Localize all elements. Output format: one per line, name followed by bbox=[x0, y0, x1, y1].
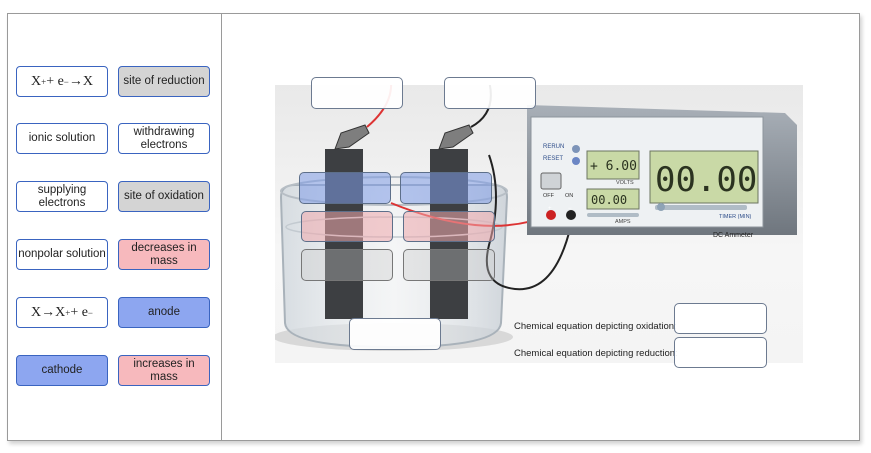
tile-text: + e bbox=[46, 74, 64, 89]
drop-zone-right-site[interactable] bbox=[403, 249, 495, 281]
drop-zone-left-electrode-label[interactable] bbox=[311, 77, 403, 109]
volts-label: VOLTS bbox=[616, 180, 634, 186]
drop-zone-reduction-equation[interactable] bbox=[674, 337, 767, 368]
reduction-equation-label: Chemical equation depicting reduction: bbox=[514, 348, 678, 359]
reset-button[interactable] bbox=[572, 157, 580, 165]
right-clip bbox=[438, 124, 474, 150]
tile-text: X→X bbox=[31, 305, 66, 320]
on-label: ON bbox=[565, 193, 573, 199]
tile-site-of-reduction[interactable]: site of reduction bbox=[118, 66, 210, 97]
timer-slider[interactable] bbox=[655, 205, 747, 210]
oxidation-equation-label: Chemical equation depicting oxidation: bbox=[514, 321, 677, 332]
amps-label: AMPS bbox=[615, 219, 631, 225]
off-label: OFF bbox=[543, 193, 555, 199]
tile-reduction-equation[interactable]: X+ + e−→X bbox=[16, 66, 108, 97]
drop-zone-right-electrode-label[interactable] bbox=[444, 77, 536, 109]
reset-label: RESET bbox=[543, 156, 563, 162]
drop-zone-left-mass[interactable] bbox=[301, 211, 393, 242]
power-switch[interactable] bbox=[540, 172, 562, 190]
amps-slider[interactable] bbox=[587, 213, 639, 217]
timer-slider-knob[interactable] bbox=[657, 203, 665, 211]
solution-surface bbox=[285, 216, 503, 238]
volts-value: + 6.00 bbox=[590, 159, 637, 174]
rerun-label: RERUN bbox=[543, 144, 564, 150]
tile-increases-in-mass[interactable]: increases in mass bbox=[118, 355, 210, 386]
tile-text: + e bbox=[70, 305, 88, 320]
tile-nonpolar-solution[interactable]: nonpolar solution bbox=[16, 239, 108, 270]
minus-label: − bbox=[568, 206, 572, 212]
negative-terminal bbox=[566, 210, 576, 220]
volts-display bbox=[586, 150, 640, 180]
tile-supplying-electrons[interactable]: supplying electrons bbox=[16, 181, 108, 212]
drop-zone-left-role[interactable] bbox=[299, 172, 391, 204]
tile-ionic-solution[interactable]: ionic solution bbox=[16, 123, 108, 154]
tile-cathode[interactable]: cathode bbox=[16, 355, 108, 386]
drop-zone-oxidation-equation[interactable] bbox=[674, 303, 767, 334]
tile-text: X bbox=[30, 74, 42, 89]
panel-divider bbox=[221, 13, 222, 440]
timer-value: 00.00 bbox=[655, 160, 757, 200]
timer-label: TIMER (MIN) bbox=[719, 214, 752, 220]
left-clip bbox=[334, 124, 370, 150]
tile-oxidation-equation[interactable]: X→X+ + e− bbox=[16, 297, 108, 328]
tile-withdrawing-electrons[interactable]: withdrawing electrons bbox=[118, 123, 210, 154]
tile-decreases-in-mass[interactable]: decreases in mass bbox=[118, 239, 210, 270]
tile-anode[interactable]: anode bbox=[118, 297, 210, 328]
drop-zone-left-site[interactable] bbox=[301, 249, 393, 281]
amps-display bbox=[586, 188, 640, 210]
timer-display bbox=[649, 150, 759, 204]
drop-zone-solution[interactable] bbox=[349, 318, 441, 350]
tile-site-of-oxidation[interactable]: site of oxidation bbox=[118, 181, 210, 212]
rerun-button[interactable] bbox=[572, 145, 580, 153]
drop-zone-right-role[interactable] bbox=[400, 172, 492, 204]
tile-text: →X bbox=[68, 74, 93, 89]
brand-label: DC Ammeter bbox=[713, 232, 754, 239]
plus-label: + bbox=[548, 206, 552, 212]
amps-value: 00.00 bbox=[591, 193, 627, 207]
positive-terminal bbox=[546, 210, 556, 220]
drop-zone-right-mass[interactable] bbox=[403, 211, 495, 242]
